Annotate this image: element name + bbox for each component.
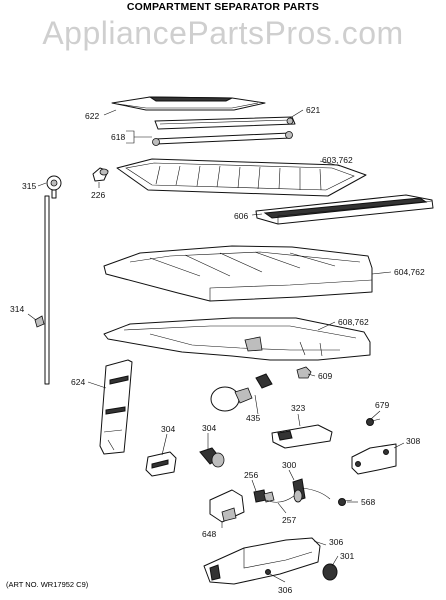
callout-308: 308: [406, 436, 420, 446]
callout-622: 622: [85, 111, 99, 121]
callout-435: 435: [246, 413, 260, 423]
callout-679: 679: [375, 400, 389, 410]
part-648-control: [209, 489, 245, 523]
callout-323: 323: [291, 403, 305, 413]
part-603-shelf: [116, 158, 367, 197]
callout-315: 315: [22, 181, 36, 191]
callout-304-a: 304: [161, 424, 175, 434]
leader-lines: [27, 109, 405, 583]
part-226-knob: [92, 167, 109, 182]
callout-226: 226: [91, 190, 105, 200]
callout-568: 568: [361, 497, 375, 507]
part-606-trim: [255, 194, 434, 225]
callout-304-b: 304: [202, 423, 216, 433]
callout-314: 314: [10, 304, 24, 314]
callout-606: 606: [234, 211, 248, 221]
callout-306-b: 306: [278, 585, 292, 595]
callout-618: 618: [111, 132, 125, 142]
part-435-lamp: [210, 386, 253, 412]
callout-609: 609: [318, 371, 332, 381]
part-256-connector: [253, 489, 275, 503]
callout-300: 300: [282, 460, 296, 470]
part-304-switch-b: [199, 447, 225, 468]
part-609-clip: [296, 366, 312, 379]
part-624-bracket: [99, 359, 133, 455]
part-568-screw: [338, 498, 353, 506]
part-618-rod: [152, 131, 293, 146]
art-number: (ART NO. WR17952 C9): [6, 580, 89, 589]
part-315-hinge: [46, 175, 62, 199]
part-308-bracket: [351, 443, 397, 475]
callout-608-762: 608,762: [338, 317, 369, 327]
part-257-wire: [265, 487, 331, 503]
part-604-separator: [103, 245, 373, 302]
part-679-screw: [366, 418, 381, 426]
diagram-title: COMPARTMENT SEPARATOR PARTS: [127, 1, 319, 13]
callout-257: 257: [282, 515, 296, 525]
part-306-housing: [203, 537, 321, 585]
part-304-switch-a: [145, 451, 177, 477]
callout-256: 256: [244, 470, 258, 480]
part-314-rod: [34, 195, 50, 385]
part-323-housing: [271, 424, 333, 449]
part-622-cover: [111, 96, 266, 111]
callout-604-762: 604,762: [394, 267, 425, 277]
callout-624: 624: [71, 377, 85, 387]
watermark: AppliancePartsPros.com: [42, 15, 403, 51]
callout-648: 648: [202, 529, 216, 539]
callout-603-762: 603,762: [322, 155, 353, 165]
callout-306-a: 306: [329, 537, 343, 547]
callout-621: 621: [306, 105, 320, 115]
part-301-knob: [322, 563, 338, 581]
part-621-rail: [154, 116, 296, 130]
callout-301: 301: [340, 551, 354, 561]
part-300-thermostat: [292, 478, 306, 503]
part-608-separator: [103, 317, 371, 361]
part-435-socket: [255, 373, 273, 389]
